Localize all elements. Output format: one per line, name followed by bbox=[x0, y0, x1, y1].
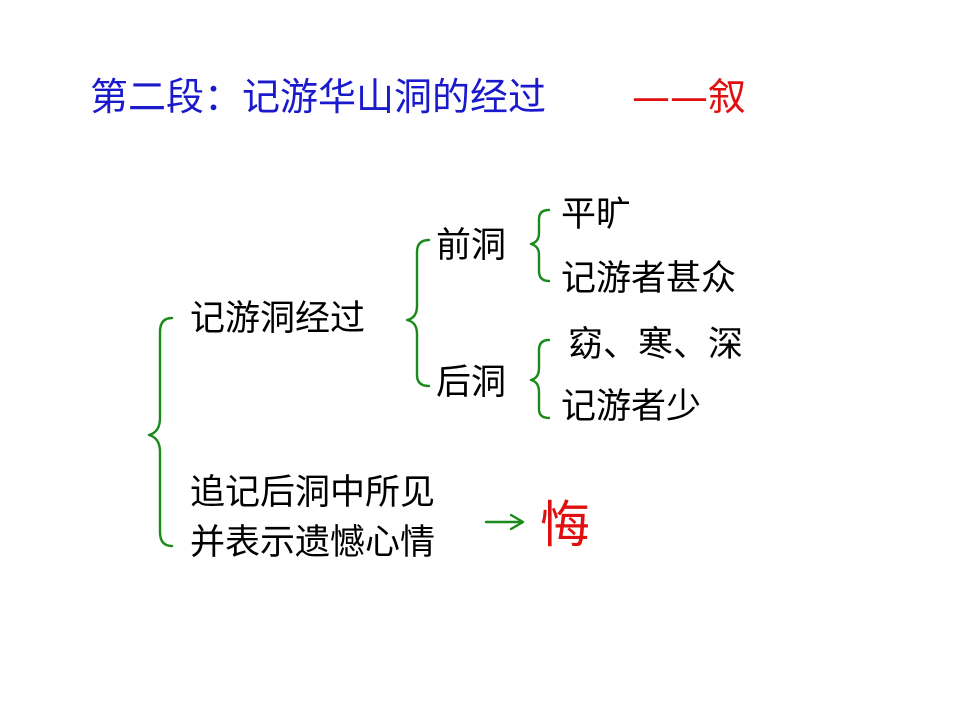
back-cave-brace bbox=[529, 338, 551, 420]
front-cave-label: 前洞 bbox=[436, 226, 507, 266]
front-cave-item: 记游者甚众 bbox=[561, 259, 737, 299]
back-cave-label: 后洞 bbox=[436, 363, 507, 403]
arrow-head bbox=[509, 513, 525, 531]
back-cave-item: 记游者少 bbox=[561, 387, 702, 427]
tour-brace bbox=[405, 238, 431, 388]
back-cave-item: 窈、寒、深 bbox=[568, 325, 744, 365]
title-tag: ——叙 bbox=[632, 75, 747, 119]
regret-result: 悔 bbox=[540, 496, 590, 554]
front-cave-item: 平旷 bbox=[561, 195, 632, 235]
front-cave-brace bbox=[529, 208, 551, 283]
outer-brace bbox=[147, 316, 174, 548]
slide-title: 第二段：记游华山洞的经过 bbox=[90, 75, 547, 119]
recall-line: 并表示遗憾心情 bbox=[190, 523, 436, 563]
recall-line: 追记后洞中所见 bbox=[190, 473, 436, 513]
tour-label: 记游洞经过 bbox=[190, 299, 366, 339]
